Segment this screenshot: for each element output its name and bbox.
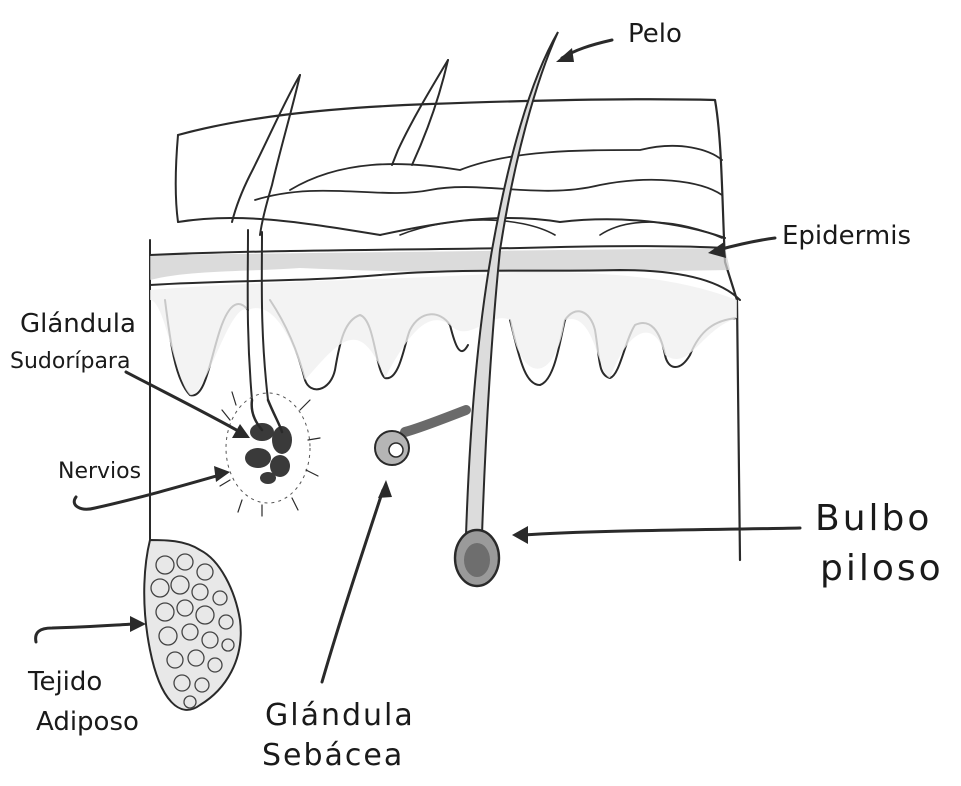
label-nervios: Nervios	[58, 459, 141, 484]
label-sudoripara-line2: Sudorípara	[10, 349, 130, 374]
label-bulbo-line1: Bulbo	[815, 498, 932, 539]
sweat-gland	[220, 392, 320, 516]
label-pelo: Pelo	[628, 19, 682, 49]
label-tejido-line1: Tejido	[27, 667, 102, 697]
label-sebacea-line2: Sebácea	[262, 738, 404, 773]
skin-block	[150, 99, 740, 560]
hair-bulb	[455, 530, 499, 586]
label-bulbo-line2: piloso	[820, 548, 944, 589]
sebaceous-gland	[375, 410, 466, 465]
label-epidermis: Epidermis	[782, 221, 911, 251]
label-sudoripara-line1: Glándula	[20, 309, 136, 339]
label-tejido-line2: Adiposo	[36, 707, 139, 737]
label-sebacea-line1: Glándula	[265, 698, 415, 733]
adipose-tissue	[144, 540, 241, 710]
